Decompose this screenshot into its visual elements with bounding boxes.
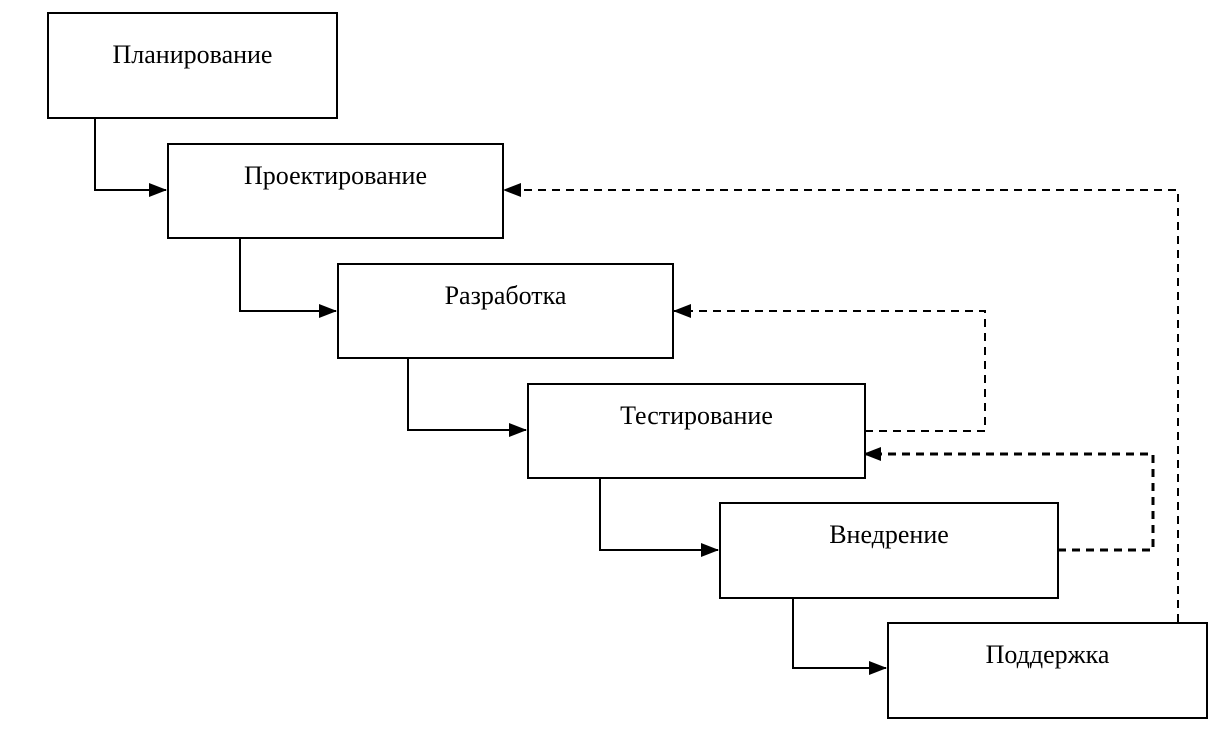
arrow-planning-design [94,118,167,197]
feedback-support-design [503,183,1179,622]
stage-label: Внедрение [829,520,949,549]
stage-development: Разработка [337,263,674,359]
stage-label: Разработка [444,281,567,310]
feedback-deployment-testing [863,447,1155,552]
stage-label: Проектирование [243,161,428,190]
stage-label: Поддержка [985,640,1110,669]
arrow-deployment-support [792,598,887,675]
stage-label: Тестирование [620,401,773,430]
stage-planning: Планирование [47,12,338,119]
stage-design: Проектирование [167,143,504,239]
stage-label: Планирование [112,40,273,69]
stage-support: Поддержка [887,622,1208,719]
arrow-testing-deployment [599,478,719,557]
feedback-testing-development [673,304,986,432]
stage-deployment: Внедрение [719,502,1059,599]
arrow-development-testing [407,358,527,437]
arrow-design-development [239,238,337,318]
stage-testing: Тестирование [527,383,866,479]
